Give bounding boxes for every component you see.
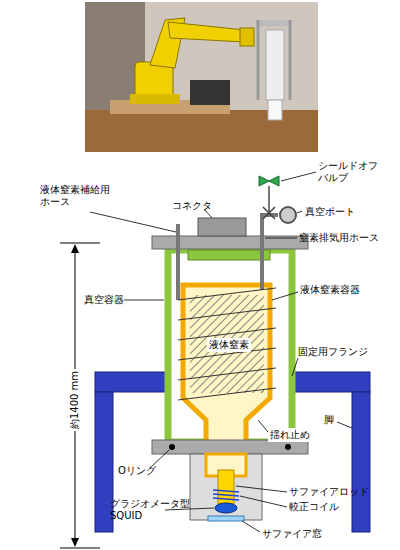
part-label: シールドオフ バルブ bbox=[318, 160, 366, 184]
part-label: コネクタ bbox=[172, 200, 212, 212]
part-label: 真空容器 bbox=[84, 294, 124, 306]
tail-housing bbox=[190, 454, 262, 520]
shield-off-valve bbox=[259, 176, 279, 219]
connector bbox=[198, 218, 246, 236]
inner-flange bbox=[188, 250, 270, 260]
part-label: 脚 bbox=[324, 414, 334, 426]
part-label: Oリング bbox=[118, 465, 156, 477]
calibration-coil bbox=[213, 490, 239, 500]
bottom-flange bbox=[152, 440, 308, 454]
dimension-line bbox=[60, 243, 100, 548]
part-label: 較正コイル bbox=[289, 501, 339, 513]
part-label: サファイアロッド bbox=[289, 486, 369, 498]
sapphire-window bbox=[208, 516, 244, 521]
liquid-nitrogen bbox=[190, 295, 264, 393]
part-label: 液体窒素容器 bbox=[300, 284, 360, 296]
hoses bbox=[178, 215, 278, 300]
dimension-label: 約1400 mm bbox=[68, 369, 82, 431]
cooling-coil bbox=[178, 288, 276, 400]
part-label: 液体窒素補給用 ホース bbox=[40, 184, 92, 208]
robot-photo bbox=[85, 2, 318, 152]
part-label: 窒素排気用ホース bbox=[299, 232, 379, 244]
part-label: 液体窒素 bbox=[207, 338, 251, 352]
vacuum-port bbox=[280, 207, 296, 223]
part-label: 真空ポート bbox=[305, 206, 355, 218]
part-label: サファイア窓 bbox=[262, 528, 322, 540]
squid bbox=[215, 503, 237, 513]
part-label: 揺れ止め bbox=[268, 428, 312, 442]
o-ring bbox=[285, 444, 291, 450]
o-ring bbox=[169, 444, 175, 450]
part-label: グラジオメータ型 SQUID bbox=[110, 498, 166, 522]
part-label: 固定用フランジ bbox=[298, 346, 368, 358]
top-flange bbox=[152, 236, 308, 249]
